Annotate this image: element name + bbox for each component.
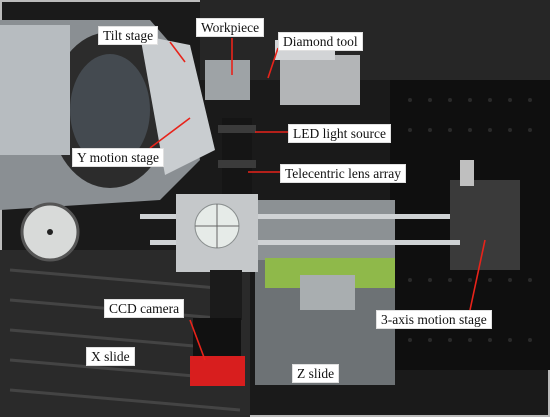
leader-ccd xyxy=(189,319,206,361)
label-y-motion-stage: Y motion stage xyxy=(72,148,164,167)
label-ccd-camera: CCD camera xyxy=(104,299,185,318)
lens-ring-1 xyxy=(218,125,256,133)
upper-machinery xyxy=(200,0,550,80)
leader-3axis xyxy=(469,239,486,311)
three-axis-stage-knob xyxy=(460,160,474,186)
optical-table-holes xyxy=(408,98,532,342)
spindle-plate xyxy=(0,25,70,155)
label-x-slide: X slide xyxy=(86,347,135,366)
label-workpiece: Workpiece xyxy=(196,18,265,37)
ccd-lens-barrel xyxy=(210,270,242,320)
leader-y-motion xyxy=(149,117,191,149)
tool-holder-block xyxy=(280,55,360,105)
label-3-axis-motion-stage: 3-axis motion stage xyxy=(376,310,492,329)
leader-tilt-stage xyxy=(169,41,186,63)
label-tilt-stage: Tilt stage xyxy=(98,26,159,45)
leader-lines xyxy=(149,38,486,361)
leader-diamond-tool xyxy=(267,47,279,79)
tilt-stage-plate xyxy=(140,35,215,175)
spindle-drum-ring xyxy=(70,54,150,166)
guide-rod-upper xyxy=(140,214,450,219)
label-z-slide: Z slide xyxy=(292,364,340,383)
z-slide-top xyxy=(255,200,395,260)
pressure-gauge-hub xyxy=(47,229,53,235)
three-axis-stage-body xyxy=(450,180,520,270)
guide-rod-lower xyxy=(150,240,460,245)
z-slide-plate xyxy=(300,275,355,310)
workpiece-holder xyxy=(205,60,250,100)
label-led-light-source: LED light source xyxy=(288,124,391,143)
ccd-body xyxy=(193,318,241,356)
label-telecentric-lens-array: Telecentric lens array xyxy=(280,164,406,183)
label-diamond-tool: Diamond tool xyxy=(278,32,363,51)
lens-ring-2 xyxy=(218,160,256,168)
ccd-red-band xyxy=(190,356,245,386)
